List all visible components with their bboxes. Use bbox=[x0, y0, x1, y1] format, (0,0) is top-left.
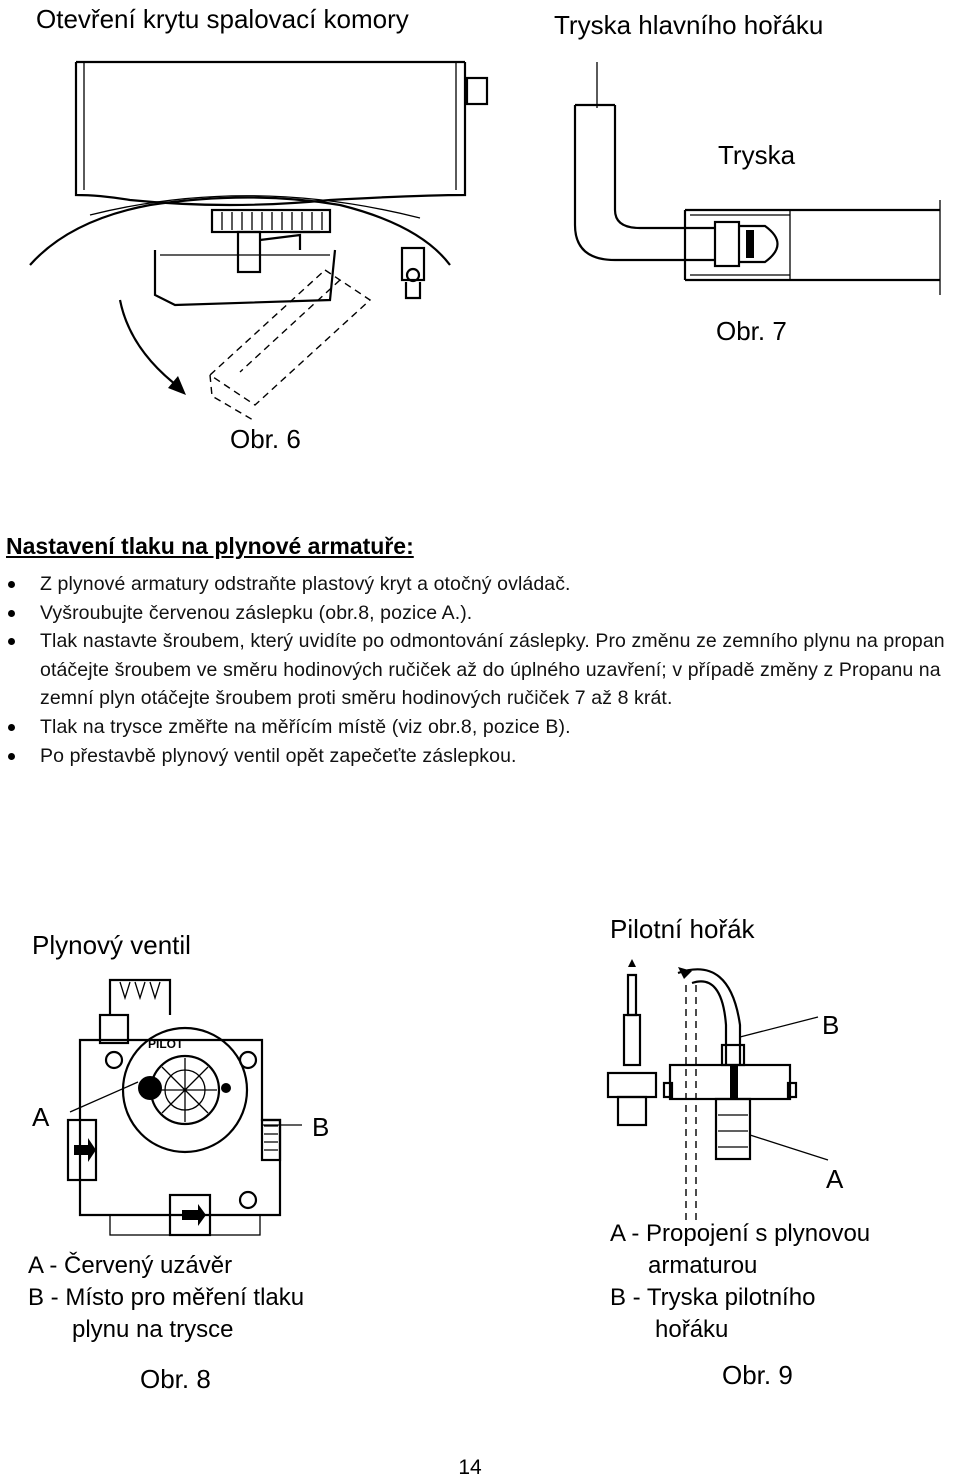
section-heading: Nastavení tlaku na plynové armatuře: bbox=[6, 533, 414, 559]
nozzle-label: Tryska bbox=[718, 140, 796, 170]
figure9-legend-b: B - Tryska pilotního bbox=[610, 1284, 816, 1311]
figure8-legend-b-cont: plynu na trysce bbox=[72, 1316, 234, 1343]
gas-valve-drawing: PILOT bbox=[66, 978, 302, 1237]
dial-pilot-text: PILOT bbox=[148, 1037, 184, 1051]
figure8-legend-a: A - Červený uzávěr bbox=[28, 1252, 233, 1279]
figure9-marker-a: A bbox=[826, 1164, 844, 1194]
combustion-chamber-drawing bbox=[29, 60, 489, 421]
figure8-title: Plynový ventil bbox=[32, 930, 191, 960]
instruction-item: Vyšroubujte červenou záslepku (obr.8, po… bbox=[6, 599, 951, 628]
instruction-list: Z plynové armatury odstraňte plastový kr… bbox=[6, 570, 951, 770]
page-number: 14 bbox=[458, 1456, 482, 1479]
figure8-marker-b: B bbox=[312, 1112, 330, 1142]
figure8-legend-b: B - Místo pro měření tlaku bbox=[28, 1284, 305, 1311]
instruction-item: Tlak nastavte šroubem, který uvidíte po … bbox=[6, 627, 951, 713]
figure7-caption: Obr. 7 bbox=[716, 316, 787, 346]
instruction-item: Tlak na trysce změřte na měřícím místě (… bbox=[6, 713, 951, 742]
figure6-caption: Obr. 6 bbox=[230, 424, 301, 454]
instruction-item: Z plynové armatury odstraňte plastový kr… bbox=[6, 570, 951, 599]
figure8-caption: Obr. 8 bbox=[140, 1364, 211, 1394]
nozzle-drawing bbox=[573, 62, 941, 295]
figure9-legend-a: A - Propojení s plynovou bbox=[610, 1220, 871, 1247]
figure7-title: Tryska hlavního hořáku bbox=[554, 10, 824, 40]
figure9-legend-a-cont: armaturou bbox=[648, 1252, 758, 1279]
pilot-burner-drawing bbox=[606, 959, 829, 1225]
instruction-item: Po přestavbě plynový ventil opět zapečeť… bbox=[6, 742, 951, 771]
figure9-title: Pilotní hořák bbox=[610, 914, 755, 944]
figure6-title: Otevření krytu spalovací komory bbox=[36, 4, 409, 34]
figure9-marker-b: B bbox=[822, 1010, 840, 1040]
figure9-legend-b-cont: hořáku bbox=[655, 1316, 729, 1343]
gas-valve-pressure-section: Nastavení tlaku na plynové armatuře: Z p… bbox=[6, 533, 951, 770]
figure9-caption: Obr. 9 bbox=[722, 1360, 793, 1390]
figure8-marker-a: A bbox=[32, 1102, 50, 1132]
